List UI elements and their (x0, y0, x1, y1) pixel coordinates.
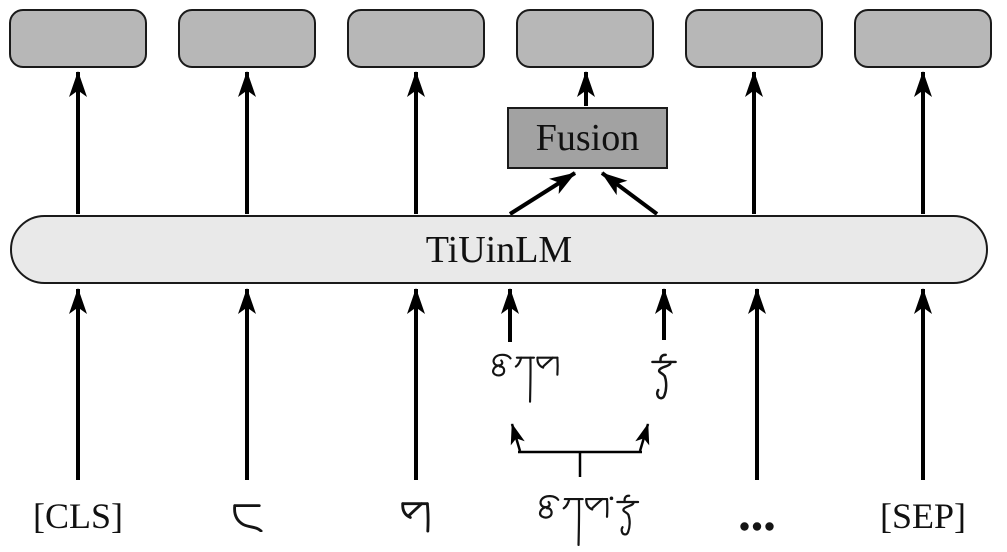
tibetan-sa-glyph (401, 502, 430, 533)
output-box-2 (178, 9, 316, 68)
arrow-bar-to-fusion-right (600, 171, 659, 216)
split-arrow-right (635, 423, 650, 452)
tibetan-lcags-rta-glyph (538, 494, 640, 547)
output-box-1 (9, 9, 147, 68)
tiuinlm-label: TiUinLM (425, 228, 573, 271)
tibetan-lcags-glyph (492, 353, 559, 403)
syllable-lcags (489, 352, 559, 412)
output-box-6 (854, 9, 992, 68)
tibetan-da-glyph (233, 504, 263, 533)
ellipsis-dots-glyph (740, 522, 774, 531)
output-box-3 (347, 9, 485, 68)
token-ellipsis (739, 502, 775, 538)
token-sep: [SEP] (879, 496, 967, 536)
output-box-4 (516, 9, 654, 68)
split-arrow-left (510, 423, 525, 452)
tiuinlm-bar: TiUinLM (10, 215, 988, 284)
output-box-5 (685, 9, 823, 68)
fusion-box: Fusion (507, 107, 668, 169)
syllable-rta (649, 352, 679, 411)
token-sa (399, 497, 433, 541)
arrow-bar-to-fusion-left (508, 171, 577, 216)
token-da (230, 500, 264, 538)
tibetan-rta-glyph (651, 353, 677, 400)
token-lcags-rta (536, 493, 644, 552)
token-cls: [CLS] (33, 496, 123, 536)
fusion-label: Fusion (535, 117, 640, 159)
